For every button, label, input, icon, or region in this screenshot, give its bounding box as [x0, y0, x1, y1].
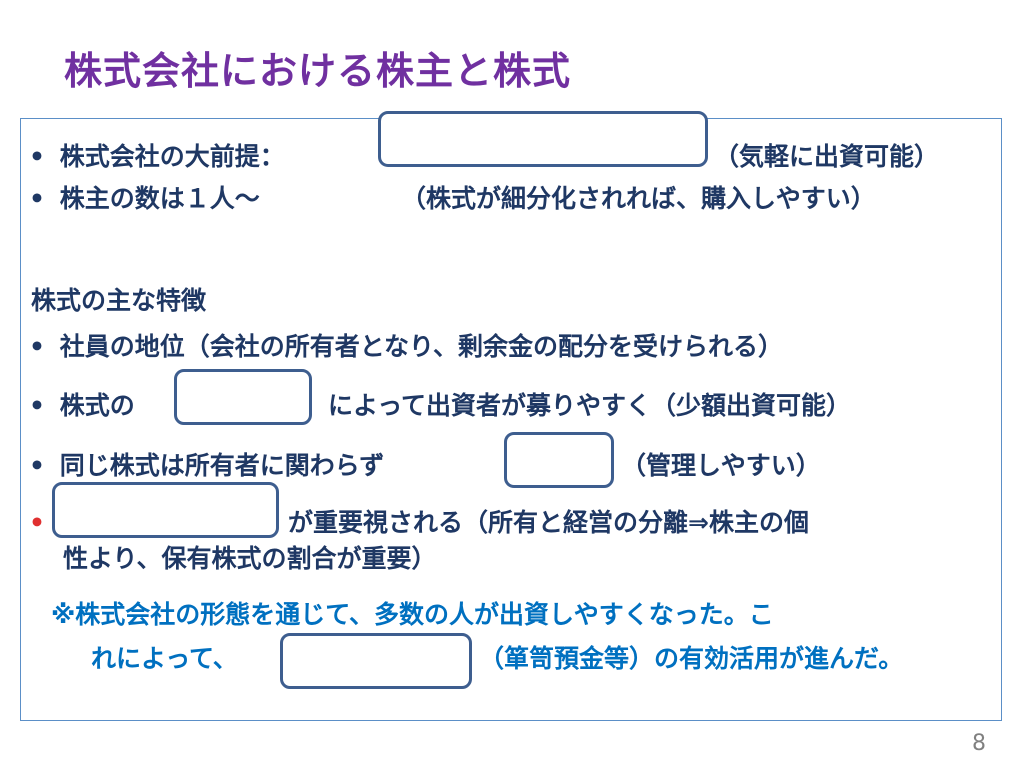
feature-proportion-continuation: 性より、保有株式の割合が重要） [63, 544, 437, 573]
feature-uniformity-text: 同じ株式は所有者に関わらず [59, 451, 385, 480]
shareholder-count-line: • 株主の数は１人～ [29, 181, 260, 217]
slide-title: 株式会社における株主と株式 [64, 49, 572, 93]
note-line-3: （箪笥預金等）の有効活用が進んだ。 [479, 644, 904, 673]
content-frame: • 株式会社の大前提： （気軽に出資可能） • 株主の数は１人～ （株式が細分化… [20, 111, 1002, 721]
note-line-1: ※株式会社の形態を通じて、多数の人が出資しやすくなった。こ [51, 600, 774, 629]
shareholder-count-suffix: （株式が細分化されれば、購入しやすい） [401, 184, 876, 213]
feature-uniformity: • 同じ株式は所有者に関わらず [29, 448, 384, 484]
premise-line: • 株式会社の大前提： [29, 139, 285, 175]
bullet-marker: • [29, 451, 45, 480]
feature-member-status: • 社員の地位（会社の所有者となり、剰余金の配分を受けられる） [29, 329, 783, 365]
blank-uniformity [504, 432, 614, 488]
feature-member-status-text: 社員の地位（会社の所有者となり、剰余金の配分を受けられる） [59, 332, 783, 361]
feature-proportion: • [29, 505, 51, 541]
feature-uniformity-suffix: （管理しやすい） [621, 451, 821, 480]
feature-subdivision-suffix: によって出資者が募りやすく（少額出資可能） [328, 391, 852, 420]
bullet-marker: • [29, 332, 45, 361]
blank-proportion [52, 482, 279, 538]
bullet-marker: • [29, 142, 45, 171]
premise-suffix: （気軽に出資可能） [714, 142, 940, 171]
features-heading: 株式の主な特徴 [31, 286, 207, 315]
blank-premise [378, 111, 708, 167]
feature-subdivision: • 株式の [29, 388, 135, 424]
page-number: 8 [972, 731, 986, 756]
note-line-2: れによって、 [91, 644, 238, 673]
premise-label: 株式会社の大前提： [59, 142, 285, 171]
feature-proportion-suffix: が重要視される（所有と経営の分離⇒株主の個 [288, 508, 809, 537]
bullet-marker-red: • [29, 508, 45, 537]
shareholder-count-label: 株主の数は１人～ [59, 184, 260, 213]
bullet-marker: • [29, 184, 45, 213]
bullet-marker: • [29, 391, 45, 420]
feature-subdivision-text: 株式の [59, 391, 135, 420]
blank-note [280, 633, 472, 689]
blank-subdivision [174, 369, 312, 425]
